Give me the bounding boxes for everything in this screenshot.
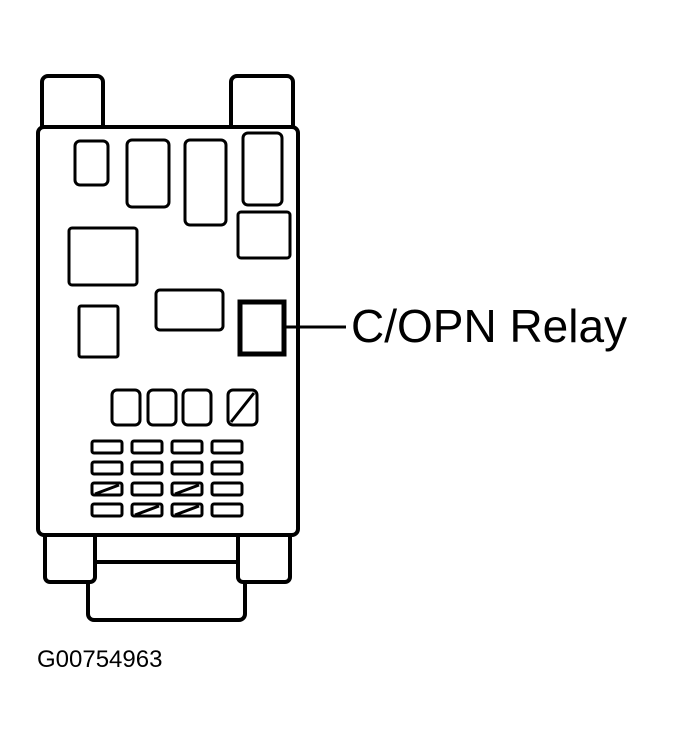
figure-code: G00754963 — [37, 646, 163, 673]
mini-fuse — [90, 502, 124, 518]
relay-slot — [73, 139, 110, 187]
bottom-connector — [86, 560, 247, 622]
maxi-fuse — [146, 388, 178, 427]
mini-fuse — [210, 481, 244, 497]
top-left-tab — [40, 74, 105, 134]
mini-fuse — [90, 439, 124, 455]
relay-slot — [67, 226, 139, 287]
hatch-mark — [134, 504, 160, 517]
mini-fuse — [210, 502, 244, 518]
mini-fuse — [170, 439, 204, 455]
maxi-fuse — [110, 388, 142, 427]
hatch-mark — [229, 392, 256, 423]
relay-slot — [236, 210, 292, 260]
c-opn-relay-label: C/OPN Relay — [351, 300, 628, 352]
relay-slot — [154, 288, 225, 332]
mini-fuse — [130, 460, 164, 476]
c-opn-relay — [237, 299, 287, 357]
relay-slot — [241, 131, 284, 207]
maxi-fuse — [181, 388, 213, 427]
mini-fuse — [210, 439, 244, 455]
mini-fuse — [130, 481, 164, 497]
mini-fuse — [90, 460, 124, 476]
hatch-mark — [174, 483, 200, 496]
hatch-mark — [174, 504, 200, 517]
mini-fuse — [210, 460, 244, 476]
top-right-tab — [229, 74, 295, 134]
hatch-mark — [94, 483, 120, 496]
relay-slot — [77, 304, 120, 359]
relay-slot — [125, 138, 171, 209]
mini-fuse — [170, 460, 204, 476]
relay-slot — [183, 138, 228, 227]
mini-fuse-grid — [90, 439, 244, 518]
mini-fuse — [130, 439, 164, 455]
fuse-block — [36, 74, 346, 622]
